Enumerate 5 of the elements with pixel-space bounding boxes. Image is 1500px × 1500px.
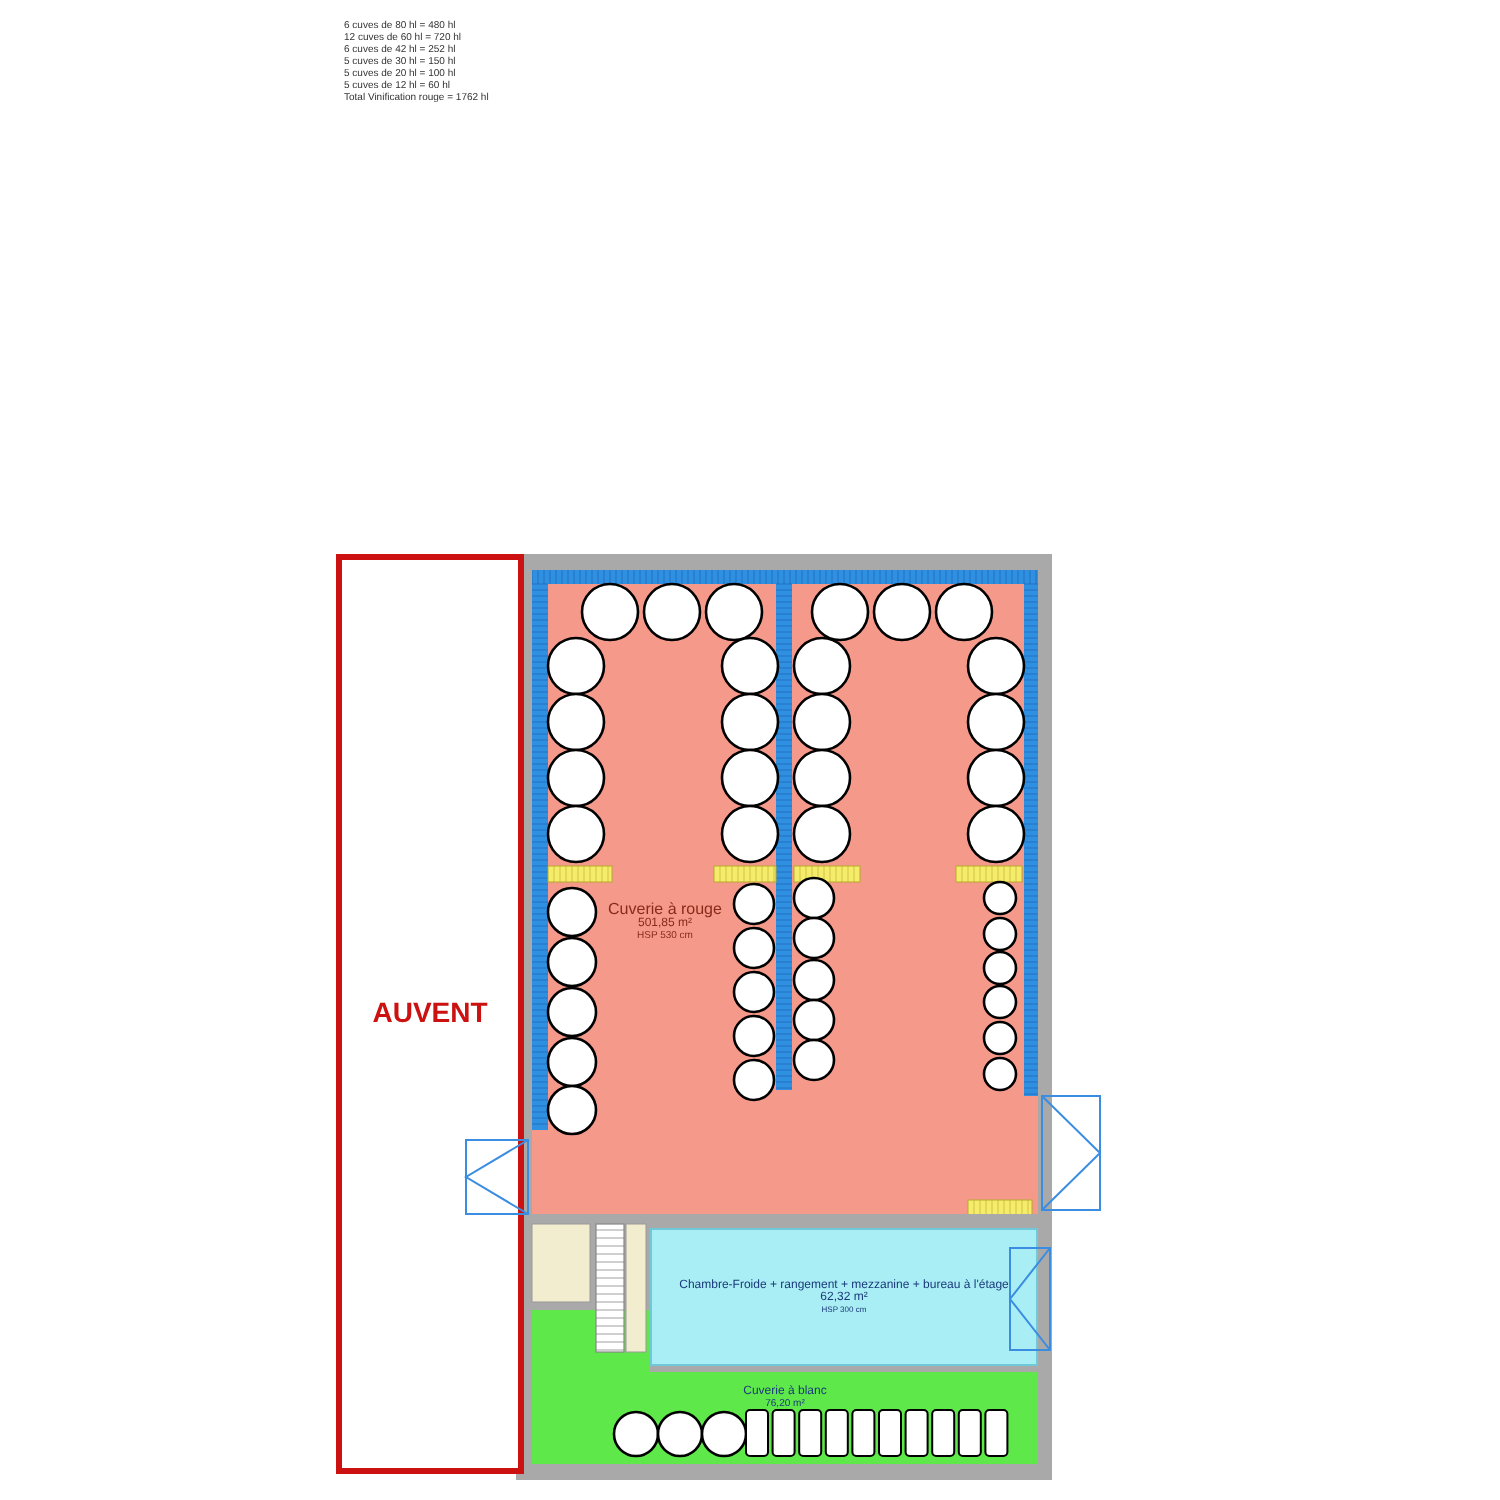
shelter-label: AUVENT (372, 998, 488, 1030)
shelter-area (336, 554, 524, 1474)
room-floor (532, 570, 1038, 1214)
room-floor (650, 1228, 1038, 1366)
room-name: Cuverie à rouge (608, 901, 722, 918)
